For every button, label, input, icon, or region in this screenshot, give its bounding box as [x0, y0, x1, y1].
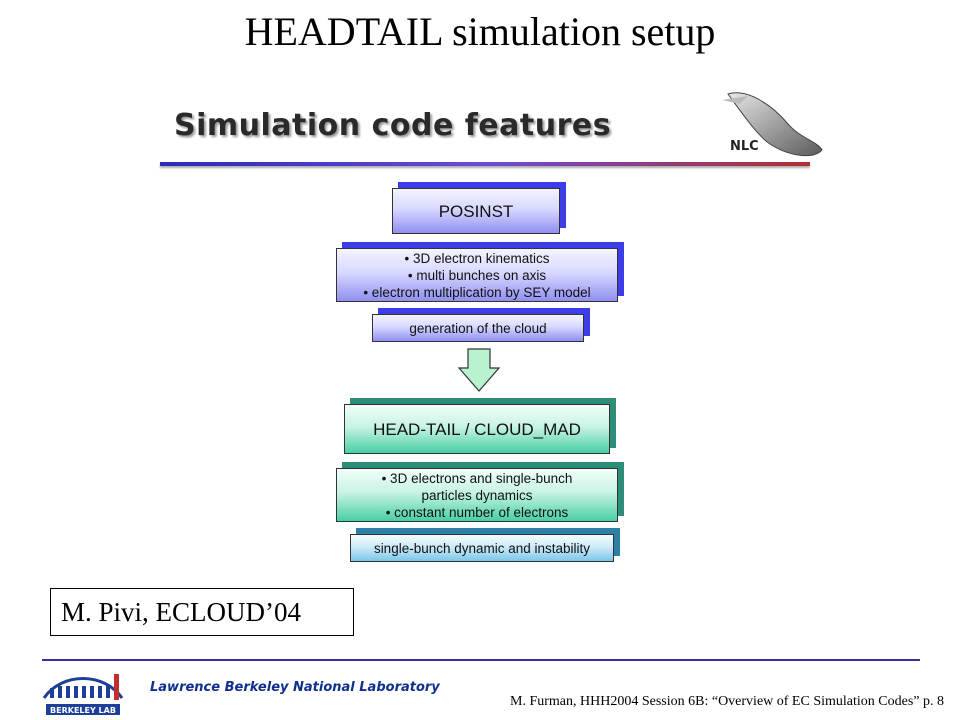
headtail-box: HEAD-TAIL / CLOUD_MAD	[344, 404, 610, 454]
subtitle: Simulation code features	[174, 108, 612, 143]
berkeley-lab-logo: BERKELEY LAB	[42, 674, 124, 715]
feature-item: • multi bunches on axis	[407, 268, 547, 283]
headtail-features-box: • 3D electrons and single-bunch particle…	[336, 468, 618, 522]
feature-item: particles dynamics	[421, 488, 533, 503]
single-bunch-box: single-bunch dynamic and instability	[350, 534, 614, 562]
down-arrow-icon	[458, 348, 500, 392]
slide-title: HEADTAIL simulation setup	[244, 9, 716, 54]
footer-divider	[42, 659, 920, 661]
author-credit: M. Pivi, ECLOUD’04	[50, 588, 354, 636]
citation: M. Furman, HHH2004 Session 6B: “Overview…	[510, 694, 944, 709]
posinst-box: POSINST	[392, 188, 560, 234]
feature-item: • constant number of electrons	[385, 505, 569, 520]
nlc-logo-text: NLC	[730, 139, 759, 154]
posinst-features-box: • 3D electron kinematics • multi bunches…	[336, 248, 618, 302]
cloud-generation-box: generation of the cloud	[372, 314, 584, 342]
feature-item: • electron multiplication by SEY model	[363, 285, 591, 300]
feature-item: • 3D electrons and single-bunch	[381, 471, 573, 486]
nlc-logo: NLC	[722, 92, 823, 157]
lab-name: Lawrence Berkeley National Laboratory	[150, 680, 440, 695]
subtitle-underline	[160, 162, 810, 166]
logo-text: BERKELEY LAB	[50, 706, 116, 715]
feature-item: • 3D electron kinematics	[404, 251, 550, 266]
